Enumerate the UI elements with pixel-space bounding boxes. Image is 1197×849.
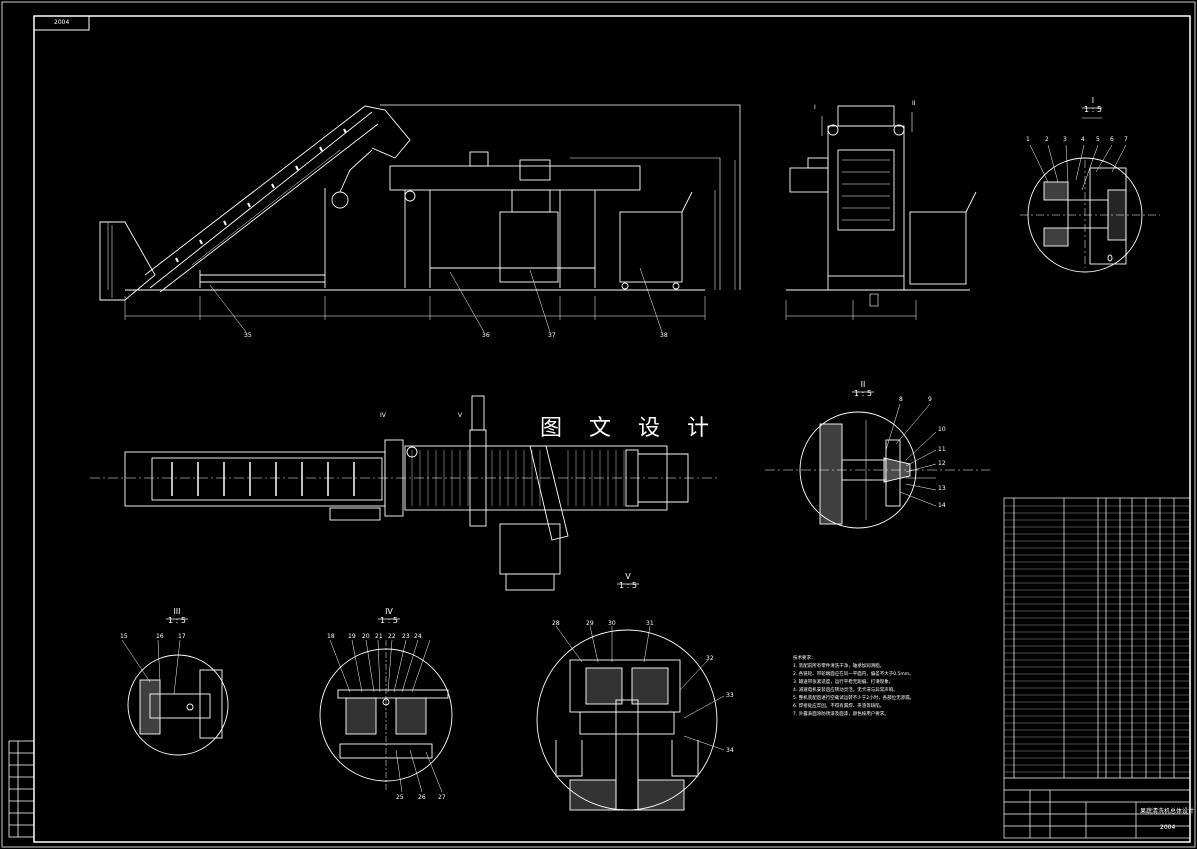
section-IV-roman: IV xyxy=(385,607,393,616)
section-I-roman: I xyxy=(1091,96,1095,105)
title-block-code: 2004 xyxy=(1160,824,1176,831)
view-marker-I: I xyxy=(814,104,816,111)
leader-27: 27 xyxy=(438,794,446,801)
leader-15: 15 xyxy=(120,633,128,640)
view-marker-IV: IV xyxy=(380,412,386,419)
leader-21: 21 xyxy=(375,633,383,640)
detail-III-view xyxy=(121,639,229,756)
leader-35: 35 xyxy=(244,332,252,339)
leader-19: 19 xyxy=(348,633,356,640)
section-II-roman: II xyxy=(860,380,866,389)
leader-37: 37 xyxy=(548,332,556,339)
leader-34: 34 xyxy=(726,747,734,754)
leader-36: 36 xyxy=(482,332,490,339)
leader-5: 5 xyxy=(1096,136,1100,143)
leader-31: 31 xyxy=(646,620,654,627)
section-II-scale: 1 : 5 xyxy=(854,389,872,398)
title-block-title: 果蔬清洗机总体设计 xyxy=(1140,808,1195,815)
leader-12: 12 xyxy=(938,460,946,467)
section-I-scale: 1 : 5 xyxy=(1084,105,1102,114)
leader-14: 14 xyxy=(938,502,946,509)
leader-28: 28 xyxy=(552,620,560,627)
view-marker-II: II xyxy=(912,100,916,107)
leader-22: 22 xyxy=(388,633,396,640)
parts-list-table xyxy=(1003,497,1191,839)
leader-26: 26 xyxy=(418,794,426,801)
section-markers xyxy=(166,107,1102,620)
leader-16: 16 xyxy=(156,633,164,640)
drawing-frame xyxy=(33,15,1191,843)
leader-9: 9 xyxy=(928,396,932,403)
leader-30: 30 xyxy=(608,620,616,627)
leader-20: 20 xyxy=(362,633,370,640)
leader-10: 10 xyxy=(938,426,946,433)
leader-25: 25 xyxy=(396,794,404,801)
leader-8: 8 xyxy=(899,396,903,403)
leader-24: 24 xyxy=(414,633,422,640)
section-V-scale: 1 : 5 xyxy=(619,581,637,590)
detail-I-view xyxy=(1020,117,1160,273)
leader-2: 2 xyxy=(1045,136,1049,143)
detail-II-view xyxy=(765,403,990,529)
leader-6: 6 xyxy=(1110,136,1114,143)
leader-13: 13 xyxy=(938,485,946,492)
leader-4: 4 xyxy=(1081,136,1085,143)
margin-register xyxy=(8,740,35,838)
detail-V-view xyxy=(536,625,725,811)
leader-3: 3 xyxy=(1063,136,1067,143)
detail-IV-view xyxy=(319,639,453,793)
view-marker-V: V xyxy=(458,412,463,419)
leader-32: 32 xyxy=(706,655,714,662)
front-elevation xyxy=(99,104,741,333)
watermark: 图 文 设 计 xyxy=(538,410,721,442)
drawing-code-tag: 2004 xyxy=(54,19,70,26)
side-elevation xyxy=(785,105,977,320)
technical-notes: 技术要求： 1. 装配前所有零件清洗干净，轴承加润滑脂。 2. 各链轮、带轮端面… xyxy=(793,656,915,717)
leader-33: 33 xyxy=(726,692,734,699)
section-IV-scale: 1 : 5 xyxy=(380,616,398,625)
leader-11: 11 xyxy=(938,446,946,453)
leader-1: 1 xyxy=(1026,136,1030,143)
section-III-scale: 1 : 5 xyxy=(168,616,186,625)
section-III-roman: III xyxy=(173,607,181,616)
leader-38: 38 xyxy=(660,332,668,339)
code-tag-box xyxy=(33,15,90,31)
leader-17: 17 xyxy=(178,633,186,640)
parts-list-rows xyxy=(1004,505,1190,773)
leader-23: 23 xyxy=(402,633,410,640)
leader-7: 7 xyxy=(1124,136,1128,143)
leader-18: 18 xyxy=(327,633,335,640)
section-V-roman: V xyxy=(625,572,631,581)
leader-29: 29 xyxy=(586,620,594,627)
plan-view xyxy=(90,395,720,591)
